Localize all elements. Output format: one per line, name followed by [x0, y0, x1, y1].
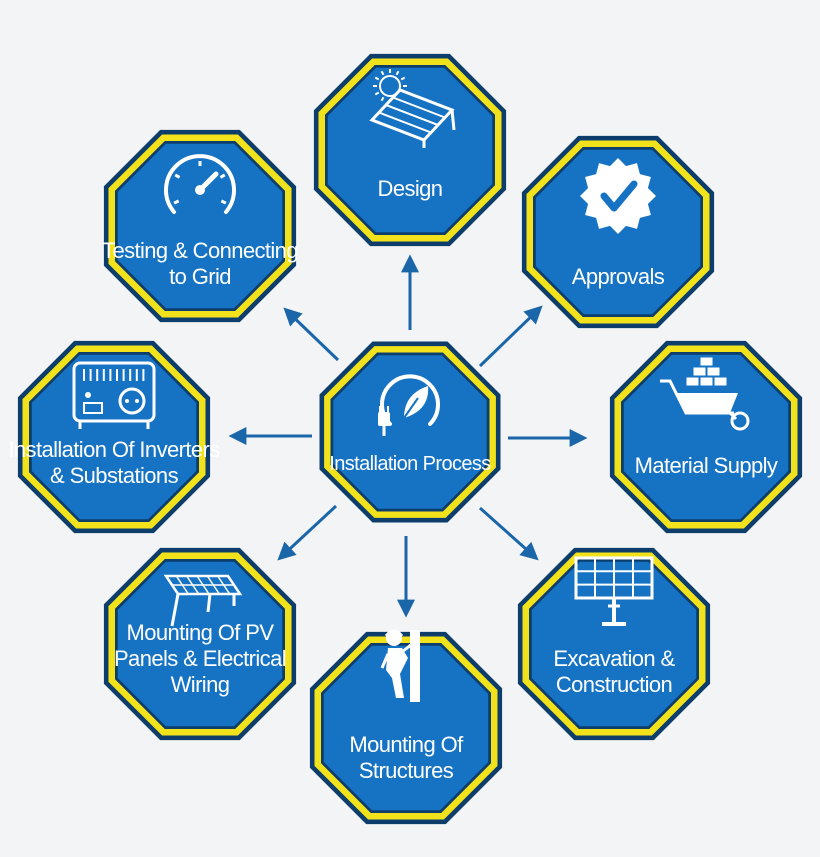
wheelbarrow-bricks-icon: [660, 356, 750, 431]
step-label-pv-panels-line-3: Wiring: [171, 672, 230, 697]
step-label-structures-line-2: Structures: [359, 758, 454, 783]
step-excavation: Excavation &Construction: [517, 547, 711, 741]
step-label-pv-panels-line-2: Panels & Electrical: [114, 646, 286, 671]
step-label-inverters-line-1: Installation Of Inverters: [8, 437, 220, 462]
speedometer-icon: [164, 154, 236, 214]
center-label: Installation Process: [329, 453, 491, 475]
arrow-to-excavation: [479, 506, 539, 561]
step-label-pv-panels-line-1: Mounting Of PV: [127, 620, 275, 645]
solar-panel-sun-icon: [369, 69, 456, 148]
step-label-material-supply-line-1: Material Supply: [635, 453, 778, 478]
octagon-fill: [531, 561, 697, 727]
check-badge-icon: [580, 158, 656, 234]
step-label-structures-line-1: Mounting Of: [349, 732, 464, 757]
inverter-box-icon: [72, 361, 156, 429]
center-node: Installation Process: [319, 341, 501, 523]
arrow-to-testing: [283, 307, 340, 362]
octagon-fill: [117, 561, 283, 727]
step-label-design-line-1: Design: [378, 176, 443, 201]
step-label-excavation-line-1: Excavation &: [553, 646, 675, 671]
solar-panel-stand-icon: [574, 556, 654, 626]
step-design: Design: [313, 53, 507, 247]
solar-array-icon: [163, 574, 243, 627]
step-inverters: Installation Of Inverters& Substations: [8, 340, 221, 534]
arrow-to-pv-panels: [277, 504, 338, 561]
step-approvals: Approvals: [521, 135, 715, 329]
octagon-fill: [117, 143, 283, 309]
step-label-testing-line-1: Testing & Connecting: [102, 238, 298, 263]
arrows-layer: [228, 254, 588, 618]
step-material-supply: Material Supply: [609, 340, 803, 534]
arrow-to-approvals: [478, 305, 543, 368]
octagon-fill: [323, 645, 489, 811]
step-label-approvals-line-1: Approvals: [572, 264, 665, 289]
octagon-fill: [333, 355, 487, 509]
step-label-testing-line-2: to Grid: [169, 264, 231, 289]
octagon-fill: [623, 354, 789, 520]
step-label-excavation-line-2: Construction: [556, 672, 672, 697]
step-label-inverters-line-2: & Substations: [50, 463, 179, 488]
plug-leaf-icon: [378, 374, 440, 436]
worker-climbing-icon: [380, 629, 420, 702]
